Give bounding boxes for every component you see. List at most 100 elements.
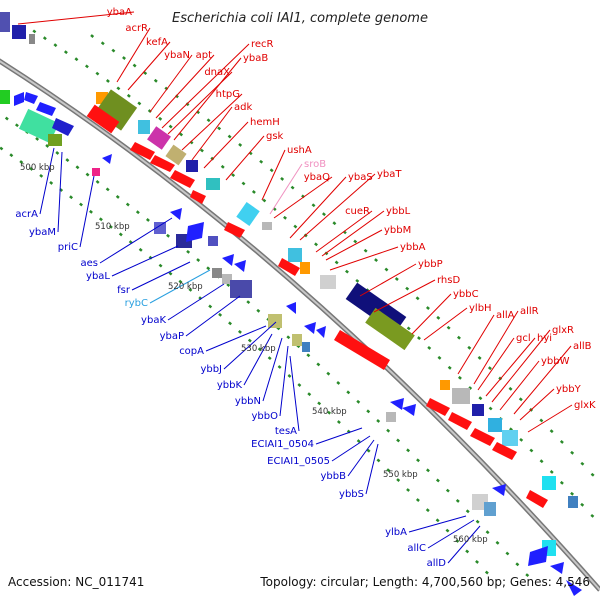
map-title: Escherichia coli IAI1, complete genome: [172, 11, 428, 26]
tick-mark: [116, 86, 121, 91]
reverse-gene-label: tesA: [275, 426, 297, 437]
tick-mark: [118, 232, 123, 237]
reverse-gene-label: ECIAI1_0504: [251, 439, 314, 450]
tick-mark: [436, 315, 441, 320]
tick-mark: [69, 195, 74, 200]
leader-line: [477, 337, 515, 391]
tick-mark: [217, 126, 222, 131]
reverse-gene-label: ybbJ: [200, 364, 222, 375]
tick-mark: [525, 573, 530, 578]
tick-mark: [0, 146, 4, 151]
tick-mark: [406, 448, 411, 453]
feature-block: [186, 160, 198, 172]
tick-mark: [9, 153, 14, 158]
feature-block: [542, 476, 556, 490]
leader-line: [79, 175, 95, 248]
tick-mark: [316, 362, 321, 367]
reverse-gene-label: ylbA: [385, 527, 407, 538]
tick-mark: [539, 418, 544, 423]
tick-mark: [79, 202, 83, 207]
tick-mark: [138, 247, 143, 252]
leader-line: [513, 345, 572, 415]
reverse-gene-label: ybbS: [339, 489, 364, 500]
feature-block: [138, 120, 150, 134]
feature-arrow: [492, 484, 506, 496]
forward-gene-label: sroB: [304, 159, 326, 170]
forward-gene-label: ybaT: [377, 169, 402, 180]
tick-mark: [4, 116, 9, 121]
tick-mark: [475, 559, 479, 564]
leader-line: [167, 283, 225, 321]
kbp-label: 550 kbp: [383, 470, 418, 480]
tick-mark: [505, 551, 510, 556]
reverse-gene-label: ybaM: [29, 227, 56, 238]
tick-mark: [186, 249, 191, 254]
feature-arrow: [528, 546, 548, 566]
forward-gene-label: ybbW: [541, 356, 570, 367]
tick-mark: [580, 502, 585, 507]
feature-arrow: [52, 118, 74, 136]
feature-block: [320, 275, 336, 289]
reverse-gene-label: ybbB: [321, 471, 347, 482]
tick-mark: [437, 355, 442, 360]
reverse-gene-label: ybaP: [160, 331, 184, 342]
tick-mark: [53, 43, 58, 48]
tick-mark: [95, 71, 100, 76]
tick-mark: [445, 528, 450, 533]
feature-arrow: [14, 92, 24, 106]
feature-block: [440, 380, 450, 390]
tick-mark: [539, 459, 544, 464]
leader-line: [473, 310, 519, 385]
feature-block: [292, 334, 302, 346]
tick-mark: [455, 539, 460, 543]
tick-mark: [487, 366, 492, 371]
kbp-labels: 500 kbp 510 kbp 520 kbp 530 kbp 540 kbp …: [20, 163, 488, 545]
tick-mark: [158, 263, 163, 268]
feature-block: [86, 104, 120, 134]
tick-mark: [314, 242, 318, 247]
leader-line: [17, 11, 135, 25]
leader-line: [457, 314, 495, 375]
forward-gene-label: ybaQ: [304, 172, 330, 183]
tick-mark: [374, 258, 379, 263]
feature-block: [212, 268, 222, 278]
tick-mark: [515, 562, 520, 567]
kbp-label: 530 kbp: [241, 344, 276, 354]
feature-arrow: [170, 170, 195, 188]
tick-mark: [455, 498, 460, 503]
feature-block: [268, 314, 282, 328]
tick-mark: [32, 29, 37, 34]
feature-arrow: [102, 154, 112, 164]
tick-mark: [426, 468, 430, 473]
feature-arrow: [278, 258, 300, 276]
tick-mark: [74, 57, 79, 62]
tick-mark: [417, 336, 421, 341]
feature-block: [568, 496, 578, 508]
tick-mark: [353, 239, 358, 244]
tick-mark: [29, 166, 34, 171]
leader-line: [161, 43, 250, 129]
feature-arrow: [130, 142, 155, 160]
tick-mark: [356, 399, 361, 404]
leader-line: [315, 427, 363, 445]
tick-mark: [518, 397, 523, 402]
tick-mark: [570, 450, 575, 455]
backbone: [0, 58, 600, 592]
tick-mark: [95, 180, 100, 184]
leader-line: [329, 246, 399, 271]
reverse-gene-label: aes: [81, 258, 99, 269]
leader-line: [131, 261, 191, 291]
tick-mark: [376, 419, 381, 423]
kbp-label: 540 kbp: [312, 407, 347, 417]
feature-block: [147, 126, 171, 150]
tick-mark: [259, 159, 264, 164]
tick-mark: [334, 260, 339, 265]
leader-line: [57, 151, 63, 233]
tick-mark: [297, 383, 302, 387]
feature-block: [154, 222, 166, 234]
reverse-gene-label: acrA: [15, 209, 38, 220]
tick-mark: [126, 93, 131, 98]
feature-block: [300, 262, 310, 274]
feature-arrow: [190, 190, 206, 204]
